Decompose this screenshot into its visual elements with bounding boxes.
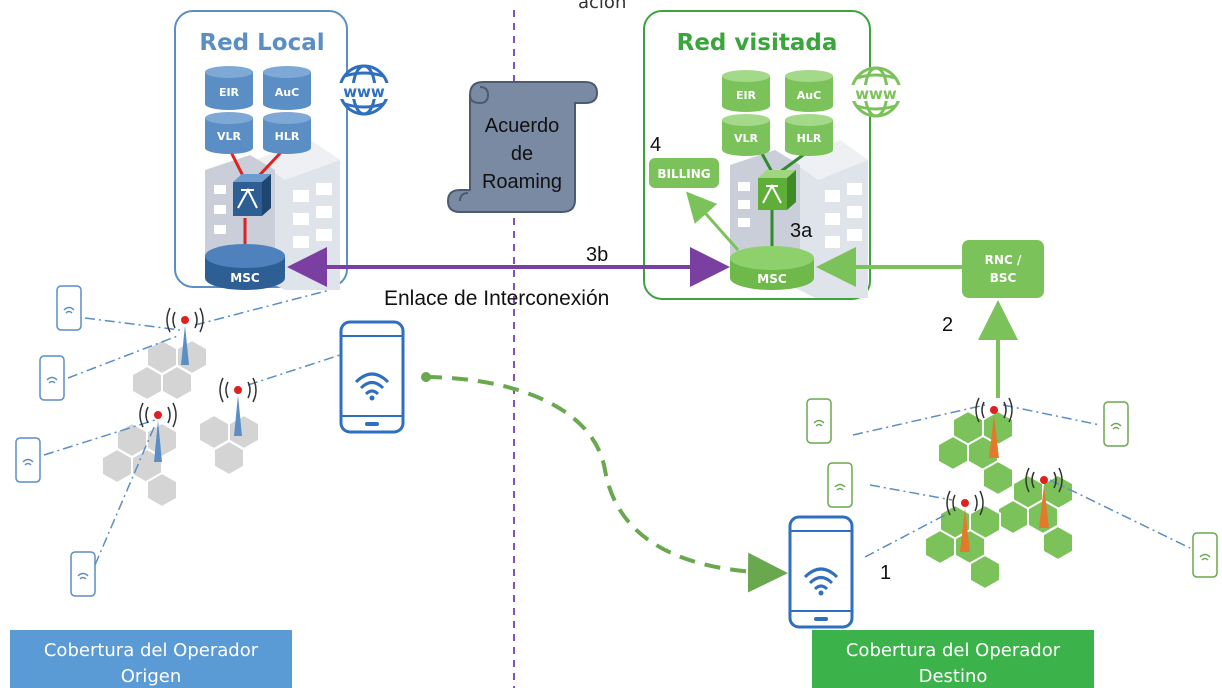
destination-coverage-box: [812, 630, 1094, 688]
top-cut-text: ación: [578, 0, 626, 13]
home-network-title: Red Local: [199, 30, 324, 56]
step-1: 1: [880, 562, 891, 584]
interconnection-label: Enlace de Interconexión: [384, 287, 609, 310]
svg-text:www: www: [855, 85, 897, 103]
origin-coverage-line-1: Cobertura del Operador: [44, 640, 259, 661]
visited-network: Red visitada: [643, 10, 904, 300]
visited-network-title: Red visitada: [677, 30, 838, 56]
home-db-eir: EIR: [219, 86, 240, 99]
rnc-bsc-box-line-1: RNC /: [985, 253, 1022, 267]
svg-text:www: www: [343, 83, 385, 101]
agreement-line-2: de: [511, 143, 533, 165]
phone-icon: [339, 320, 405, 434]
destination-coverage-line-1: Cobertura del Operador: [846, 640, 1061, 661]
home-db-vlr: VLR: [217, 130, 242, 143]
scroll-icon: Acuerdo de Roaming: [446, 81, 599, 213]
visited-db-vlr: VLR: [734, 132, 759, 145]
billing-box: BILLING: [657, 167, 710, 181]
antenna-icon: [946, 490, 984, 552]
switch-icon: [233, 174, 271, 216]
step-4: 4: [650, 134, 661, 156]
router-icon: MSC: [205, 244, 285, 290]
router-icon: MSC: [730, 246, 814, 290]
home-network: Red Local: [174, 10, 392, 290]
step-3a: 3a: [790, 220, 813, 242]
agreement-line-3: Roaming: [482, 171, 562, 193]
antenna-icon: [139, 402, 177, 462]
visited-msc-label: MSC: [757, 272, 787, 286]
visited-db-eir: EIR: [736, 89, 757, 102]
billing-arrow: [686, 191, 740, 251]
agreement-line-1: Acuerdo: [485, 115, 560, 137]
origin-coverage-line-2: Origen: [121, 666, 181, 687]
antenna-icon: [975, 397, 1013, 458]
phone-icon: [788, 515, 854, 629]
home-db-auc: AuC: [275, 86, 299, 99]
database-icon: EIR AuC VLR HLR: [722, 70, 833, 156]
step-2: 2: [942, 314, 953, 336]
phone-icon: [15, 285, 96, 597]
globe-icon: www: [336, 64, 392, 116]
destination-coverage-line-2: Destino: [919, 666, 988, 687]
database-icon: EIR AuC VLR HLR: [205, 66, 311, 154]
origin-coverage-box: [10, 630, 292, 688]
switch-icon: [758, 170, 796, 210]
antenna-icon: [166, 307, 204, 365]
home-msc-label: MSC: [230, 271, 260, 285]
globe-icon: www: [848, 66, 904, 118]
visited-db-hlr: HLR: [797, 132, 822, 145]
antenna-icon: [219, 377, 257, 436]
roaming-movement-arrow: [425, 375, 788, 593]
visited-db-auc: AuC: [797, 89, 821, 102]
antenna-icon: [1025, 467, 1063, 528]
home-db-hlr: HLR: [275, 130, 300, 143]
rnc-bsc-box-line-2: BSC: [990, 271, 1017, 285]
step-3b: 3b: [586, 244, 608, 266]
